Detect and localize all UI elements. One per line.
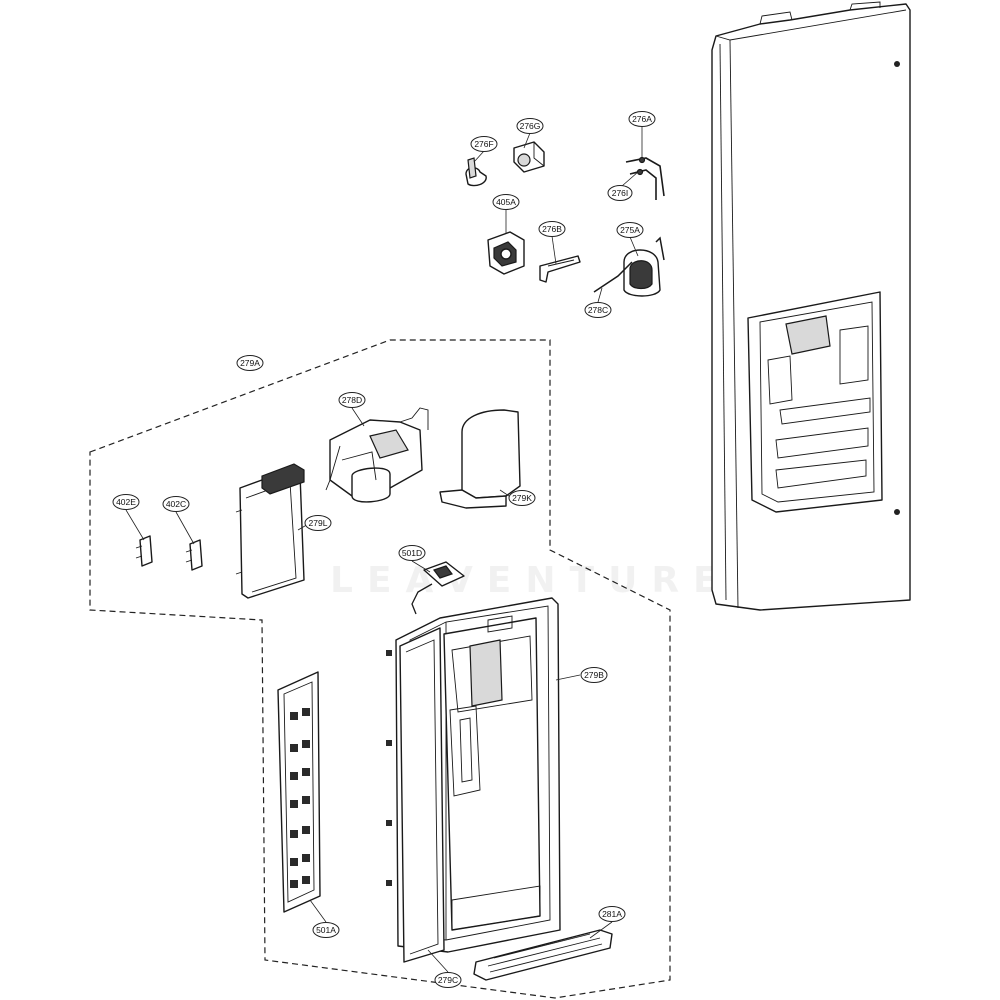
callout-279c: 279C — [434, 972, 462, 988]
callout-501d: 501D — [398, 545, 426, 561]
part-278d — [325, 407, 429, 503]
callout-501d-label: 501D — [402, 548, 422, 558]
callout-402c-label: 402C — [166, 499, 186, 509]
part-281a — [473, 929, 613, 981]
callout-276a-label: 276A — [632, 114, 652, 124]
callout-405a: 405A — [492, 194, 520, 210]
callout-279a: 279A — [236, 355, 264, 371]
callout-275a: 275A — [616, 222, 644, 238]
callout-279l: 279L — [304, 515, 332, 531]
part-279l — [235, 463, 305, 599]
callout-275a-label: 275A — [620, 225, 640, 235]
part-276f — [465, 157, 487, 187]
callout-279k: 279K — [508, 490, 536, 506]
part-276g — [513, 141, 545, 173]
part-405a — [487, 231, 525, 275]
callout-276i-label: 276I — [612, 188, 629, 198]
callout-281a-label: 281A — [602, 909, 622, 919]
callout-276i: 276I — [607, 185, 633, 201]
part-402c — [185, 539, 203, 571]
part-501d — [411, 561, 465, 615]
callout-279b-label: 279B — [584, 670, 604, 680]
callout-278d-label: 278D — [342, 395, 362, 405]
part-501a — [277, 671, 321, 913]
part-279c — [399, 627, 445, 963]
callout-278d: 278D — [338, 392, 366, 408]
callout-279l-label: 279L — [309, 518, 328, 528]
callout-278c: 278C — [584, 302, 612, 318]
callout-402e: 402E — [112, 494, 140, 510]
assembly-279a-boundary — [89, 339, 671, 999]
callout-278c-label: 278C — [588, 305, 608, 315]
callout-405a-label: 405A — [496, 197, 516, 207]
callout-501a: 501A — [312, 922, 340, 938]
callout-276a: 276A — [628, 111, 656, 127]
callout-402c: 402C — [162, 496, 190, 512]
callout-279c-label: 279C — [438, 975, 458, 985]
callout-276b: 276B — [538, 221, 566, 237]
part-275a — [593, 236, 665, 297]
part-276b — [539, 255, 581, 283]
callout-281a: 281A — [598, 906, 626, 922]
callout-279a-label: 279A — [240, 358, 260, 368]
callout-279k-label: 279K — [512, 493, 532, 503]
callout-276f: 276F — [470, 136, 498, 152]
watermark-text: LEAVENTURE — [330, 560, 732, 601]
leader-lines — [125, 126, 643, 973]
callout-276g-label: 276G — [520, 121, 541, 131]
callout-276g: 276G — [516, 118, 544, 134]
callout-276b-label: 276B — [542, 224, 562, 234]
part-402e — [135, 535, 153, 567]
callout-501a-label: 501A — [316, 925, 336, 935]
callout-402e-label: 402E — [116, 497, 136, 507]
callout-279b: 279B — [580, 667, 608, 683]
callout-276f-label: 276F — [474, 139, 493, 149]
part-279k — [439, 409, 521, 509]
door-panel — [711, 1, 911, 611]
